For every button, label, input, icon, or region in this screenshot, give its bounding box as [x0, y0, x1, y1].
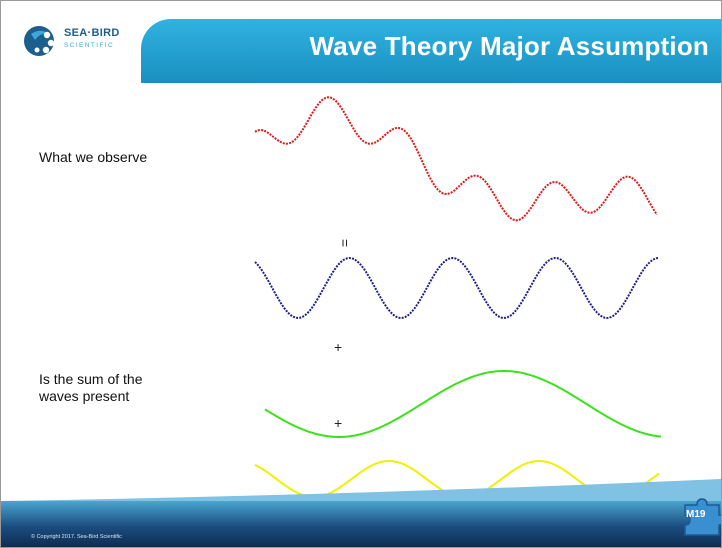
- label-sum-line2: waves present: [39, 388, 130, 404]
- slide-title: Wave Theory Major Assumption: [309, 31, 709, 61]
- logo-text-line1: SEA·BIRD: [64, 27, 120, 39]
- wave-diagram: [254, 96, 662, 498]
- observed-wave: [254, 96, 658, 222]
- plus-operator-2: +: [334, 415, 343, 431]
- sea-bird-logo-icon: [24, 26, 55, 56]
- copyright-text: © Copyright 2017. Sea-Bird Scientific: [31, 534, 122, 540]
- label-what-we-observe: What we observe: [39, 149, 148, 165]
- sea-bird-logo: SEA·BIRD SCIENTIFIC: [21, 21, 151, 61]
- module-badge: M19: [686, 509, 706, 520]
- title-bar: Wave Theory Major Assumption: [141, 19, 721, 83]
- plus-operator-1: +: [334, 339, 343, 355]
- puzzle-piece-icon: [684, 498, 721, 536]
- component-wave-1: [254, 256, 660, 320]
- logo-text-line2: SCIENTIFIC: [64, 42, 115, 49]
- footer-bar: © Copyright 2017. Sea-Bird Scientific: [1, 501, 721, 547]
- component-wave-2: [264, 370, 662, 438]
- label-sum-line1: Is the sum of the: [39, 371, 143, 387]
